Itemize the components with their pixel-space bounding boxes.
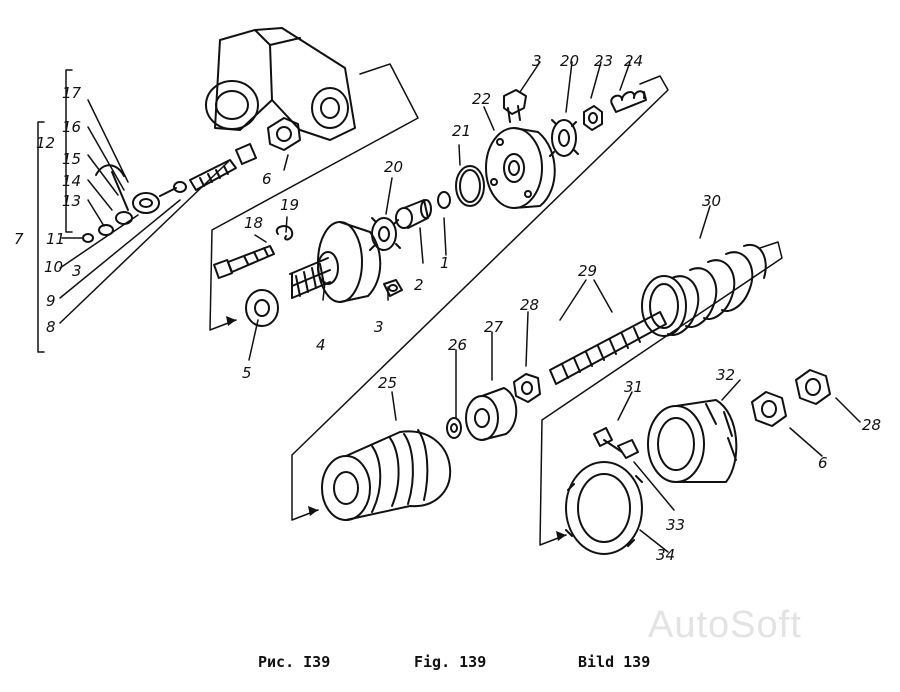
part-label: 16 (62, 118, 81, 136)
part-label: 9 (46, 292, 56, 310)
cylinder-25 (321, 429, 452, 521)
part-label: 20 (560, 52, 579, 70)
part-label: 26 (448, 336, 467, 354)
part-label: 3 (374, 318, 384, 336)
caption-en: Fig. 139 (414, 653, 487, 671)
part-label: 14 (62, 172, 81, 190)
part-label: 15 (62, 150, 81, 168)
part-label: 10 (44, 258, 63, 276)
part-label: 28 (520, 296, 539, 314)
part-label: 28 (862, 416, 881, 434)
part-label: 23 (594, 52, 613, 70)
screw-33 (617, 439, 639, 459)
arrow-markers (226, 316, 566, 541)
lock-washer-20-top (549, 119, 579, 157)
part-label: 33 (666, 516, 685, 534)
part-label: 8 (46, 318, 56, 336)
cover-plate-22 (485, 127, 556, 209)
spring-30 (641, 243, 767, 337)
part-label: 7 (14, 230, 24, 248)
part-label: 3 (532, 52, 542, 70)
nut-28-right (795, 369, 831, 405)
part-label: 11 (46, 230, 65, 248)
part-label: 21 (452, 122, 471, 140)
mounting-bracket (205, 27, 356, 141)
screw-3-top (503, 89, 527, 123)
part-label: 20 (384, 158, 403, 176)
bolt-18 (213, 245, 275, 279)
part-label: 32 (716, 366, 735, 384)
part-label: 25 (378, 374, 397, 392)
part-label: 22 (472, 90, 491, 108)
clamp-screw-31 (593, 427, 623, 453)
part-label: 12 (36, 134, 55, 152)
part-label: 34 (656, 546, 675, 564)
part-label: 2 (414, 276, 424, 294)
o-ring-21 (455, 165, 485, 207)
lock-washer-20-middle (369, 217, 401, 251)
housing-4 (289, 221, 382, 303)
caption-ru: Рис. I39 (258, 653, 331, 671)
spring-seat-27 (465, 387, 518, 441)
part-label: 30 (702, 192, 721, 210)
part-label: 4 (316, 336, 326, 354)
hex-nut-6-lower (751, 391, 787, 427)
part-label: 1 (440, 254, 450, 272)
nut-28-lower (513, 373, 541, 403)
part-label: 3 (72, 262, 82, 280)
threaded-rod-29 (549, 311, 667, 385)
spring-24 (610, 90, 647, 113)
adjusting-screw (189, 143, 257, 191)
washer-26 (446, 417, 462, 439)
washer-5 (245, 289, 279, 327)
part-labels: 1233345667891011121314151617181920202122… (14, 52, 881, 564)
lever-assembly (82, 164, 187, 243)
part-label: 13 (62, 192, 81, 210)
part-label: 18 (244, 214, 263, 232)
part-label: 17 (62, 84, 82, 102)
ring-nut-34 (565, 461, 643, 555)
part-label: 27 (484, 318, 504, 336)
part-label: 6 (818, 454, 828, 472)
nut-23 (583, 105, 603, 131)
watermark: AutoSoft (648, 604, 802, 646)
part-label: 19 (280, 196, 299, 214)
cap-nut-32 (647, 399, 738, 483)
part-label: 24 (624, 52, 643, 70)
washer-1 (437, 191, 451, 209)
part-label: 6 (262, 170, 272, 188)
plunger-2 (395, 199, 432, 229)
hex-nut-6-upper (267, 117, 301, 151)
part-label: 31 (624, 378, 643, 396)
part-label: 5 (242, 364, 252, 382)
part-label: 29 (578, 262, 597, 280)
spring-clip-19 (275, 225, 294, 241)
screw-3-middle (383, 279, 403, 297)
caption-de: Bild 139 (578, 653, 651, 671)
